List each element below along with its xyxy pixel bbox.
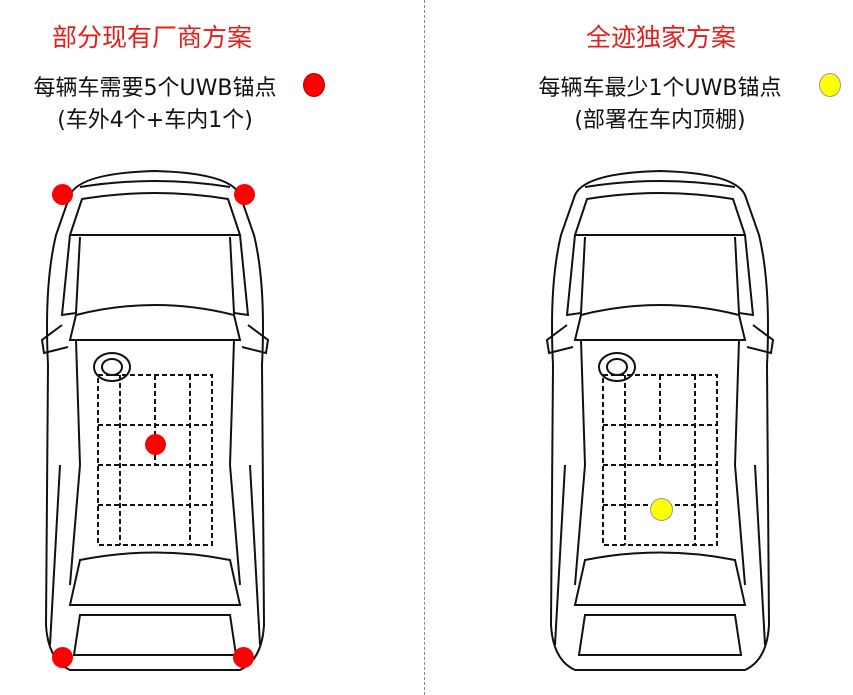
anchor-rear-left <box>52 647 73 668</box>
anchor-rear-right <box>233 647 254 668</box>
left-legend-dot <box>303 73 325 97</box>
anchor-interior <box>145 434 166 455</box>
left-subdescription: (车外4个+车内1个) <box>57 108 253 133</box>
left-car-diagram <box>41 170 269 671</box>
right-subdescription: (部署在车内顶棚) <box>574 108 746 133</box>
right-description: 每辆车最少1个UWB锚点 <box>538 76 782 101</box>
right-car-diagram <box>546 170 774 671</box>
left-title: 部分现有厂商方案 <box>51 23 252 52</box>
right-legend-dot <box>819 73 841 97</box>
anchor-front-left <box>52 184 73 205</box>
left-description: 每辆车需要5个UWB锚点 <box>33 76 277 101</box>
anchor-roof <box>650 498 673 521</box>
divider <box>424 0 425 695</box>
right-title: 全迹独家方案 <box>585 23 736 52</box>
anchor-front-right <box>234 184 255 205</box>
